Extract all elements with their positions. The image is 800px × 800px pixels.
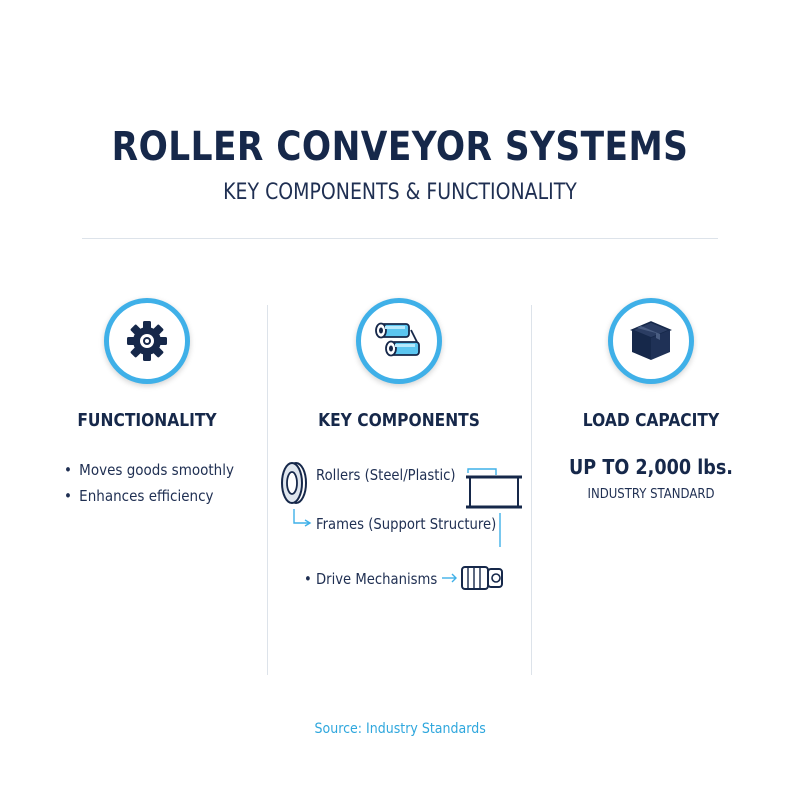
component-drive-mechanisms: • Drive Mechanisms (304, 570, 437, 588)
frame-icon (466, 475, 522, 509)
functionality-list: Moves goods smoothly Enhances efficiency (22, 457, 272, 509)
capacity-title: LOAD CAPACITY (582, 410, 720, 431)
gear-icon (127, 321, 167, 361)
source-text: Source: Industry Standards (314, 721, 486, 737)
column-divider-left (267, 305, 268, 675)
components-icon-ring (356, 298, 442, 384)
connector-lines (293, 468, 501, 583)
functionality-title: FUNCTIONALITY (77, 410, 217, 431)
source-caption: Source: Industry Standards (0, 721, 800, 737)
drive-motor-icon (461, 566, 503, 590)
page-subtitle: KEY COMPONENTS & FUNCTIONALITY (223, 180, 577, 205)
components-column: KEY COMPONENTS (274, 298, 524, 431)
capacity-value: UP TO 2,000 lbs. (568, 455, 734, 479)
list-item: Enhances efficiency (64, 483, 251, 509)
capacity-note: INDUSTRY STANDARD (587, 487, 715, 502)
roller-ring-icon (281, 462, 307, 504)
list-item: Moves goods smoothly (64, 457, 251, 483)
functionality-icon-ring (104, 298, 190, 384)
bullet-dot: • (304, 570, 316, 588)
box-icon (630, 321, 672, 360)
functionality-column: FUNCTIONALITY Moves goods smoothly Enhan… (22, 298, 272, 509)
component-frames: Frames (Support Structure) (316, 515, 497, 533)
capacity-column: LOAD CAPACITY UP TO 2,000 lbs. INDUSTRY … (526, 298, 776, 502)
capacity-icon-ring (608, 298, 694, 384)
page-title: ROLLER CONVEYOR SYSTEMS (111, 124, 689, 170)
header-divider (82, 238, 718, 239)
components-diagram (281, 462, 522, 590)
header: ROLLER CONVEYOR SYSTEMS KEY COMPONENTS &… (0, 118, 800, 208)
component-drive-label: Drive Mechanisms (315, 570, 438, 588)
components-title: KEY COMPONENTS (318, 410, 480, 431)
rollers-icon (375, 322, 420, 357)
column-divider-right (531, 305, 532, 675)
component-rollers: Rollers (Steel/Plastic) (316, 466, 456, 484)
